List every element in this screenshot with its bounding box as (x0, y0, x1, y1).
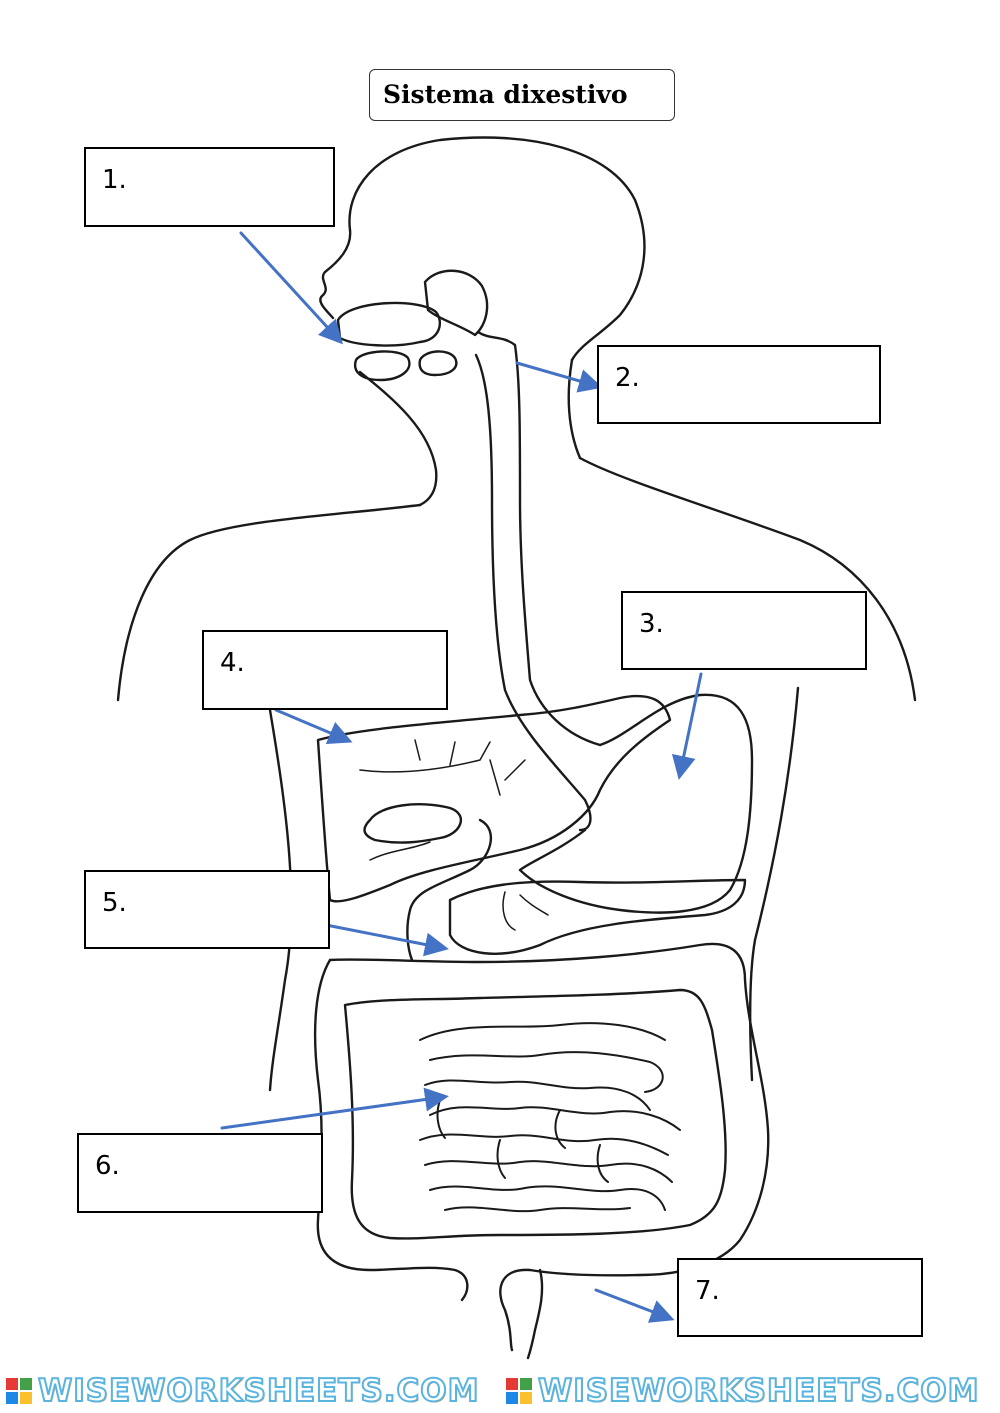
left-torso (268, 708, 293, 1092)
watermark-text: WISEWORKSHEETS.COM (537, 1372, 980, 1410)
arrow-5 (324, 923, 449, 957)
salivary-gland-1 (353, 350, 411, 382)
face-profile (319, 228, 352, 320)
large-intestine (328, 942, 770, 1352)
pharynx-back (476, 330, 602, 747)
watermark-footer: WISEWORKSHEETS.COM WISEWORKSHEETS.COM (0, 1368, 1000, 1413)
gallbladder (363, 803, 463, 844)
worksheet-title: Sistema dixestivo (369, 69, 675, 121)
right-torso (748, 686, 800, 1082)
liver (316, 694, 672, 903)
label-box-5[interactable]: 5. (84, 870, 330, 949)
head-outline (348, 136, 646, 362)
duodenum (406, 818, 492, 962)
palate (423, 269, 489, 337)
wise-logo-icon (6, 1377, 32, 1404)
right-shoulder (578, 456, 917, 702)
esophagus-front (474, 353, 592, 832)
label-box-3[interactable]: 3. (621, 591, 867, 670)
watermark-2: WISEWORKSHEETS.COM (500, 1372, 1000, 1410)
large-intestine-inner (343, 988, 727, 1240)
stomach (518, 693, 754, 914)
liver-veins (359, 739, 526, 861)
rectum (526, 1268, 544, 1360)
label-box-6[interactable]: 6. (77, 1133, 323, 1213)
small-intestine (419, 1022, 681, 1213)
arrow-1 (239, 231, 344, 345)
large-intestine-outer (313, 958, 469, 1302)
neck-left (358, 370, 438, 507)
pancreas (448, 878, 747, 955)
arrow-7 (594, 1288, 675, 1323)
arrow-4 (274, 708, 353, 745)
label-box-2[interactable]: 2. (597, 345, 881, 424)
tongue (336, 301, 441, 347)
watermark-1: WISEWORKSHEETS.COM (0, 1372, 500, 1410)
label-box-4[interactable]: 4. (202, 630, 448, 710)
label-box-1[interactable]: 1. (84, 147, 335, 227)
neck-right (567, 358, 582, 460)
wise-logo-icon (506, 1377, 532, 1404)
arrow-2 (515, 361, 603, 393)
arrow-6 (220, 1087, 449, 1130)
label-box-7[interactable]: 7. (677, 1258, 923, 1337)
arrow-3 (671, 672, 703, 780)
watermark-text: WISEWORKSHEETS.COM (37, 1372, 480, 1410)
pancreas-duct (502, 891, 549, 931)
salivary-gland-2 (418, 350, 458, 377)
left-shoulder (116, 503, 422, 702)
